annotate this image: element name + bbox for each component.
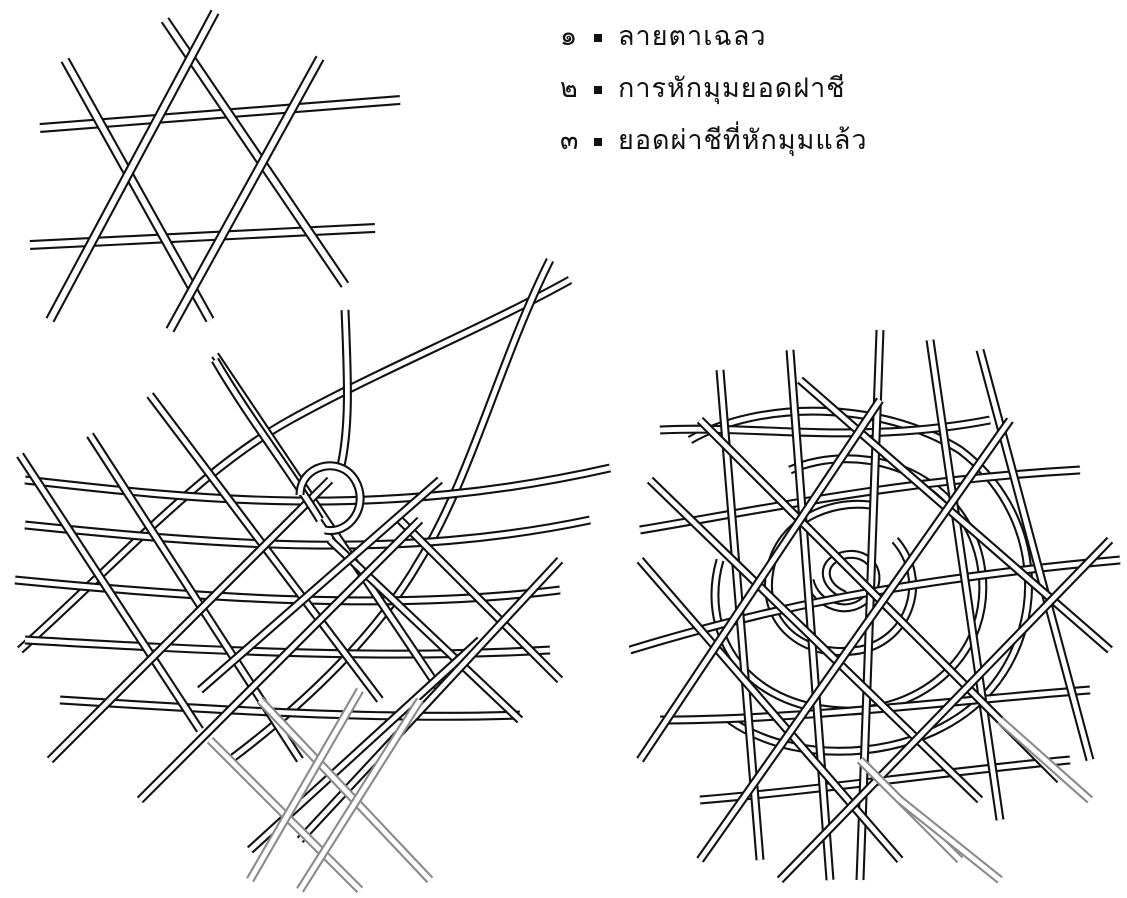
strip-crossing-2-fill (640, 400, 880, 760)
legend-item-1: ๑ ลายตาเฉลว (560, 14, 980, 66)
legend-label: การหักมุมยอดฝาชี (618, 66, 846, 109)
strip-faded-3-fill (300, 700, 420, 890)
legend-label: ยอดผ่าชีที่หักมุมแล้ว (618, 118, 868, 161)
strip-faded-1-fill (1000, 720, 1090, 800)
strip-faded-2-fill (900, 800, 1000, 880)
legend-item-2: ๒ การหักมุมยอดฝาชี (560, 66, 980, 118)
strip-curved-fill (230, 260, 550, 760)
strip-diagonal-fill (50, 12, 215, 320)
strip-spiral-outline (768, 504, 912, 651)
legend-number: ๓ (560, 118, 620, 161)
hexagonal-weave-figure (30, 12, 400, 330)
legend-period (594, 34, 602, 42)
strip-curved-outline (230, 260, 550, 760)
strip-horizontal-fill (30, 228, 375, 245)
strip-diagonal-fill (65, 60, 210, 320)
finished-apex-figure (630, 330, 1120, 880)
strip-diagonal-fill (170, 58, 320, 330)
legend-number: ๑ (560, 14, 620, 57)
legend-period (594, 86, 602, 94)
legend-item-3: ๓ ยอดผ่าชีที่หักมุมแล้ว (560, 118, 980, 170)
corner-bend-figure (15, 260, 610, 890)
legend-number: ๒ (560, 66, 620, 109)
legend-period (594, 138, 602, 146)
legend-label: ลายตาเฉลว (618, 14, 767, 57)
legend: ๑ ลายตาเฉลว ๒ การหักมุมยอดฝาชี ๓ ยอดผ่าช… (560, 14, 980, 170)
